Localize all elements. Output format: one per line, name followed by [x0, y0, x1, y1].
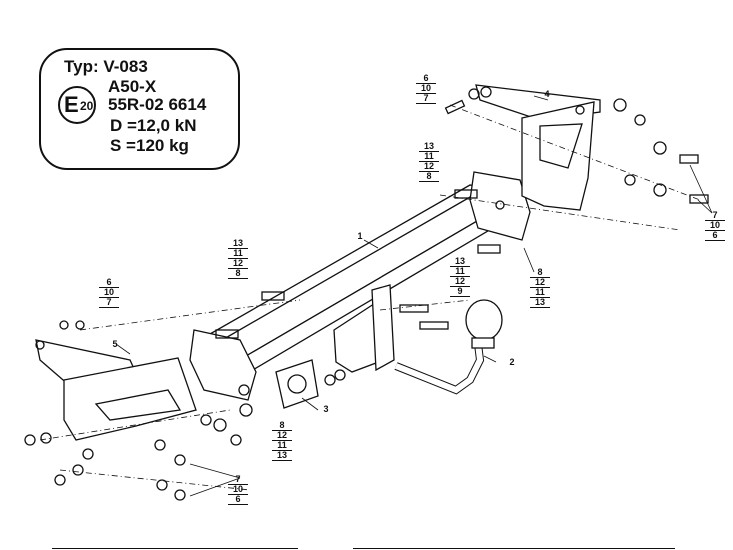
stack-item: 11 — [419, 152, 439, 162]
stack-item: 13 — [419, 142, 439, 152]
stack-item: 7 — [416, 94, 436, 104]
stack-right-bolts: 7 10 6 — [705, 211, 725, 241]
beam-right-plate — [469, 171, 531, 241]
stack-bottom-mid-bolt: 8 12 11 13 — [272, 421, 292, 461]
stack-item: 12 — [419, 162, 439, 172]
stack-item: 12 — [228, 259, 248, 269]
stack-item: 11 — [272, 441, 292, 451]
type-label: Typ: V-083 — [64, 57, 148, 76]
d-value: D =12,0 kN — [110, 116, 197, 135]
stack-item: 6 — [416, 74, 436, 84]
stack-item: 10 — [99, 288, 119, 298]
stack-bottom-left-bolts: 7 10 6 — [228, 475, 248, 505]
approval-code: A50-X — [108, 77, 157, 96]
part-3-label: 3 — [323, 404, 329, 414]
stack-ball-bolts: 13 11 12 9 — [450, 257, 470, 297]
stack-top-left-bolt: 6 10 7 — [416, 74, 436, 104]
stack-right-mid-bolt: 8 12 11 13 — [530, 268, 550, 308]
stack-item: 10 — [416, 84, 436, 94]
part-1-label: 1 — [357, 231, 363, 241]
stack-mid-left-bolt: 13 11 12 8 — [228, 239, 248, 279]
stack-item: 10 — [228, 485, 248, 495]
part-2-label: 2 — [509, 357, 515, 367]
stack-item: 7 — [705, 211, 725, 221]
stack-item: 6 — [705, 231, 725, 241]
stack-item: 8 — [530, 268, 550, 278]
e-mark-letter: E — [64, 92, 79, 117]
stack-item: 10 — [705, 221, 725, 231]
stack-top-mid-bolt: 13 11 12 8 — [419, 142, 439, 182]
stack-left-bolt: 6 10 7 — [99, 278, 119, 308]
stack-item: 9 — [450, 287, 470, 297]
stack-item: 12 — [530, 278, 550, 288]
approval-info-box — [39, 48, 240, 170]
socket-plate — [275, 359, 319, 409]
fasteners — [24, 86, 709, 501]
stack-item: 7 — [228, 475, 248, 485]
part-4-label: 4 — [544, 89, 550, 99]
stack-item: 11 — [228, 249, 248, 259]
stack-item: 7 — [99, 298, 119, 308]
tow-ball — [394, 299, 503, 395]
stack-item: 6 — [228, 495, 248, 505]
stack-item: 13 — [450, 257, 470, 267]
stack-item: 8 — [228, 269, 248, 279]
beam-left-plate — [189, 329, 257, 401]
left-side-bracket — [35, 339, 197, 441]
e-mark-number: 20 — [80, 99, 94, 113]
part-5-label: 5 — [112, 339, 118, 349]
stack-item: 13 — [228, 239, 248, 249]
leader-lines — [115, 95, 713, 497]
stack-item: 8 — [419, 172, 439, 182]
stack-item: 11 — [450, 267, 470, 277]
regulation-number: 55R-02 6614 — [108, 95, 207, 114]
stack-item: 12 — [450, 277, 470, 287]
center-bracket — [333, 284, 395, 373]
right-side-bracket — [475, 84, 601, 211]
stack-item: 11 — [530, 288, 550, 298]
e-mark-icon: E 20 — [58, 86, 96, 124]
s-value: S =120 kg — [110, 136, 189, 155]
stack-item: 13 — [530, 298, 550, 308]
bottom-rule-right — [353, 548, 675, 549]
stack-item: 6 — [99, 278, 119, 288]
stack-item: 12 — [272, 431, 292, 441]
stack-item: 8 — [272, 421, 292, 431]
stack-item: 13 — [272, 451, 292, 461]
bottom-rule-left — [52, 548, 298, 549]
